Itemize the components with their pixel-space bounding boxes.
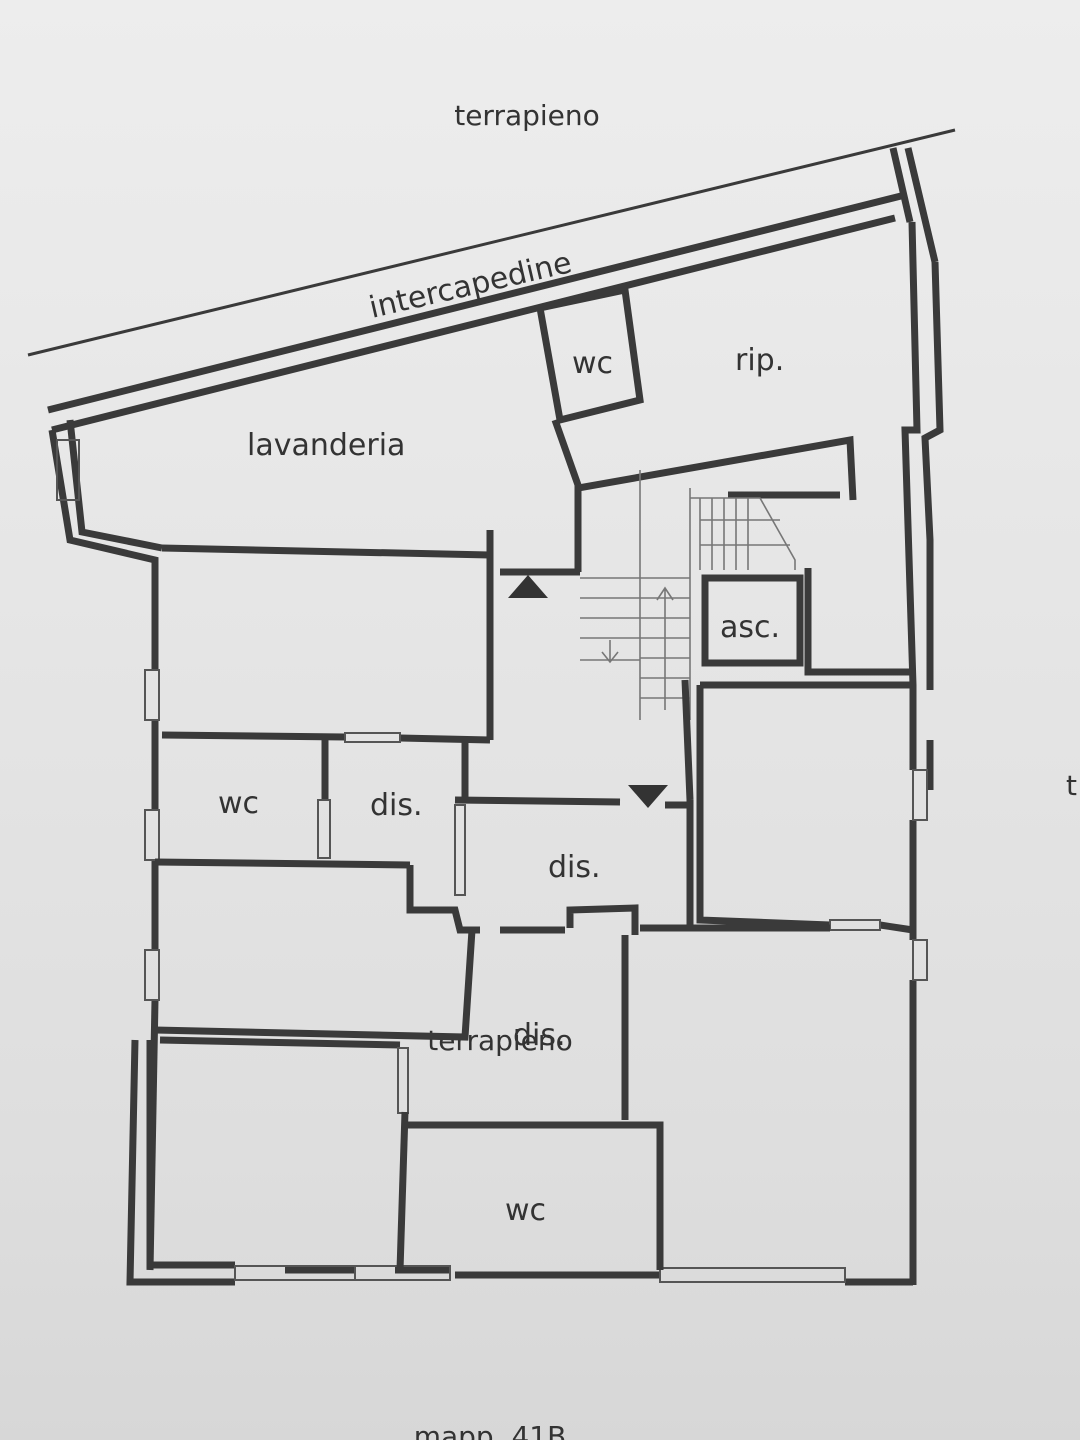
label-cut-bottom: mapp. 41B — [414, 1420, 567, 1440]
interior-walls-top — [161, 285, 913, 808]
label-lavanderia: lavanderia — [247, 428, 405, 463]
staircase — [580, 470, 796, 720]
label-wc-bottom: wc — [505, 1193, 546, 1228]
label-asc: asc. — [720, 610, 780, 645]
label-dis-1: dis. — [370, 788, 423, 823]
cavity-strip — [27, 128, 956, 434]
label-terrapieno-top: terrapieno — [454, 99, 600, 132]
label-wc-top: wc — [572, 346, 613, 381]
exterior-walls — [48, 221, 944, 1286]
entrance-arrow-up — [508, 575, 548, 598]
label-cut-right: t — [1066, 769, 1077, 802]
interior-walls-middle — [154, 679, 914, 1271]
entrance-arrow-down — [628, 785, 668, 808]
label-dis-3: dis. — [513, 1018, 566, 1053]
label-dis-2: dis. — [548, 850, 601, 885]
label-wc-left: wc — [218, 786, 259, 821]
label-rip: rip. — [735, 343, 784, 378]
label-terrapieno-bottom: terrapieno — [427, 1024, 573, 1057]
elevator-shaft — [701, 574, 804, 667]
